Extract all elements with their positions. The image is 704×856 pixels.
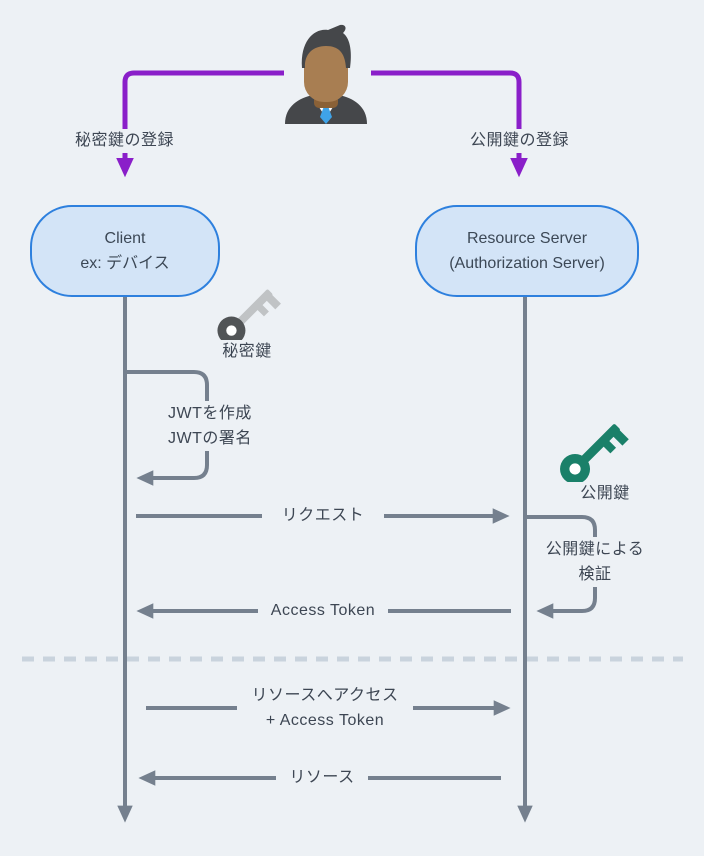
person-icon	[285, 24, 367, 124]
public-key-icon	[560, 424, 629, 484]
resource-message-label: リソース	[276, 766, 368, 790]
resource-server-node-title: Resource Server	[466, 230, 588, 247]
public-key-label: 公開鍵	[557, 482, 653, 506]
client-node-subtitle: ex: デバイス	[80, 255, 170, 272]
resource-access-line-1: リソースへアクセス	[251, 687, 399, 704]
resource-access-message-label: リソースへアクセス + Access Token	[237, 683, 413, 733]
resource-server-node-subtitle: (Authorization Server)	[449, 255, 605, 272]
verify-self-loop-label: 公開鍵による 検証	[533, 537, 657, 587]
client-node: Client ex: デバイス	[30, 205, 220, 297]
verify-line-2: 検証	[578, 566, 612, 583]
private-key-registration-arrow	[116, 70, 284, 178]
private-key-registration-label: 秘密鍵の登録	[58, 129, 191, 153]
resource-access-line-2: + Access Token	[265, 712, 385, 729]
resource-server-node: Resource Server (Authorization Server)	[415, 205, 639, 297]
access-token-message-label: Access Token	[258, 599, 388, 623]
private-key-icon	[217, 289, 281, 345]
jwt-self-loop-label: JWTを作成 JWTの署名	[148, 401, 272, 451]
public-key-registration-label: 公開鍵の登録	[453, 129, 586, 153]
request-message-label: リクエスト	[262, 504, 384, 528]
jwt-sign-line: JWTの署名	[168, 430, 252, 447]
public-key-registration-arrow	[371, 70, 528, 178]
verify-line-1: 公開鍵による	[545, 541, 645, 558]
client-node-title: Client	[104, 230, 146, 247]
jwt-create-line: JWTを作成	[168, 405, 252, 422]
private-key-label: 秘密鍵	[199, 340, 295, 364]
